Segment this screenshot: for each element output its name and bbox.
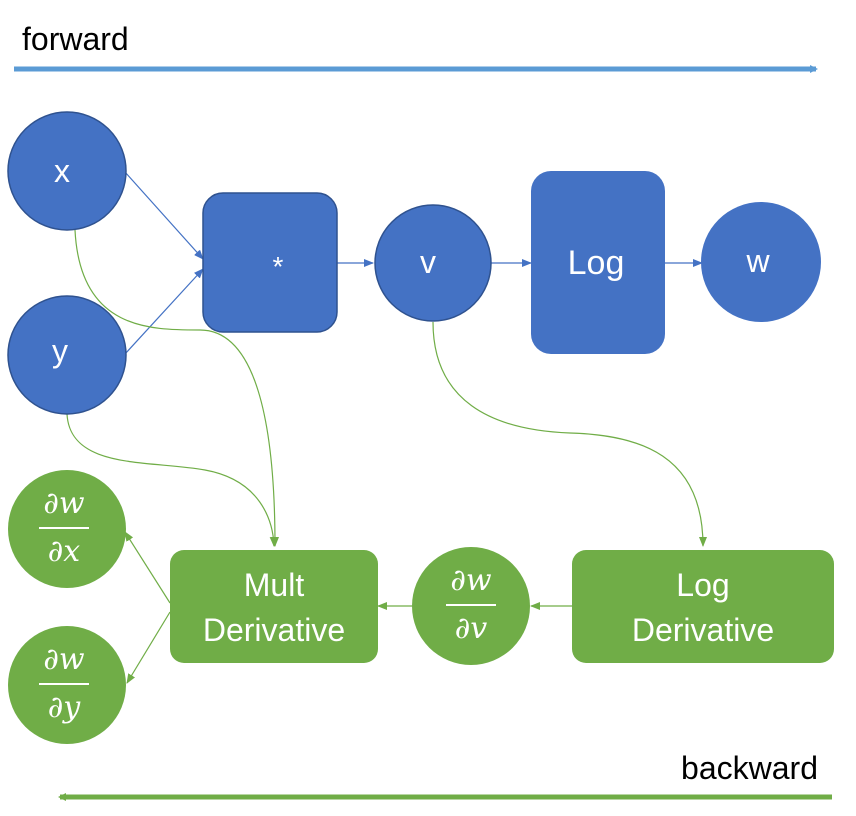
node-dw-dv-numerator: ∂w <box>450 563 492 598</box>
forward-label: forward <box>22 21 129 57</box>
node-dw-dy-numerator: ∂w <box>43 642 85 677</box>
node-mult: * <box>202 192 338 333</box>
node-dw-dv: ∂w ∂v <box>412 547 530 665</box>
connector-y-to-mult <box>124 268 204 355</box>
connector-mult-derivative-to-dwdx <box>124 531 171 604</box>
node-dw-dx-denominator: ∂x <box>48 534 81 569</box>
node-log-derivative: Log Derivative <box>572 550 834 663</box>
backward-label: backward <box>681 750 818 786</box>
node-v: v <box>374 204 492 322</box>
node-dw-dx-numerator: ∂w <box>43 486 85 521</box>
node-x-label: x <box>54 153 70 189</box>
node-v-circle <box>374 204 492 322</box>
forward-connectors <box>124 171 703 355</box>
node-mult-derivative-line2: Derivative <box>203 612 345 648</box>
backward-connectors <box>66 229 707 684</box>
node-log-derivative-line2: Derivative <box>632 612 774 648</box>
node-y-circle <box>7 295 127 415</box>
node-w: w <box>701 202 821 322</box>
connector-y-to-mult-derivative <box>66 413 278 547</box>
node-log: Log <box>531 171 665 354</box>
node-log-derivative-box <box>572 550 834 663</box>
node-mult-label: * <box>273 251 284 282</box>
node-y: y <box>7 295 127 415</box>
node-y-label: y <box>52 333 68 369</box>
connector-x-to-mult <box>124 171 204 260</box>
node-log-box <box>531 171 665 354</box>
node-v-label: v <box>420 244 436 280</box>
node-mult-derivative: Mult Derivative <box>170 550 378 663</box>
node-log-derivative-line1: Log <box>676 567 729 603</box>
node-mult-derivative-box <box>170 550 378 663</box>
connector-mult-derivative-to-dwdy <box>126 611 171 684</box>
node-x: x <box>7 111 127 231</box>
node-mult-derivative-line1: Mult <box>244 567 305 603</box>
connector-v-to-log-derivative <box>432 321 707 547</box>
node-dw-dx: ∂w ∂x <box>8 470 126 588</box>
node-w-label: w <box>745 243 770 279</box>
connector-x-to-mult-derivative <box>74 229 279 547</box>
node-log-label: Log <box>568 244 625 282</box>
node-x-circle <box>7 111 127 231</box>
node-mult-box <box>202 192 338 333</box>
node-dw-dy: ∂w ∂y <box>8 626 126 744</box>
node-dw-dv-denominator: ∂v <box>455 611 488 646</box>
node-w-circle <box>701 202 821 322</box>
node-dw-dy-denominator: ∂y <box>48 690 82 725</box>
